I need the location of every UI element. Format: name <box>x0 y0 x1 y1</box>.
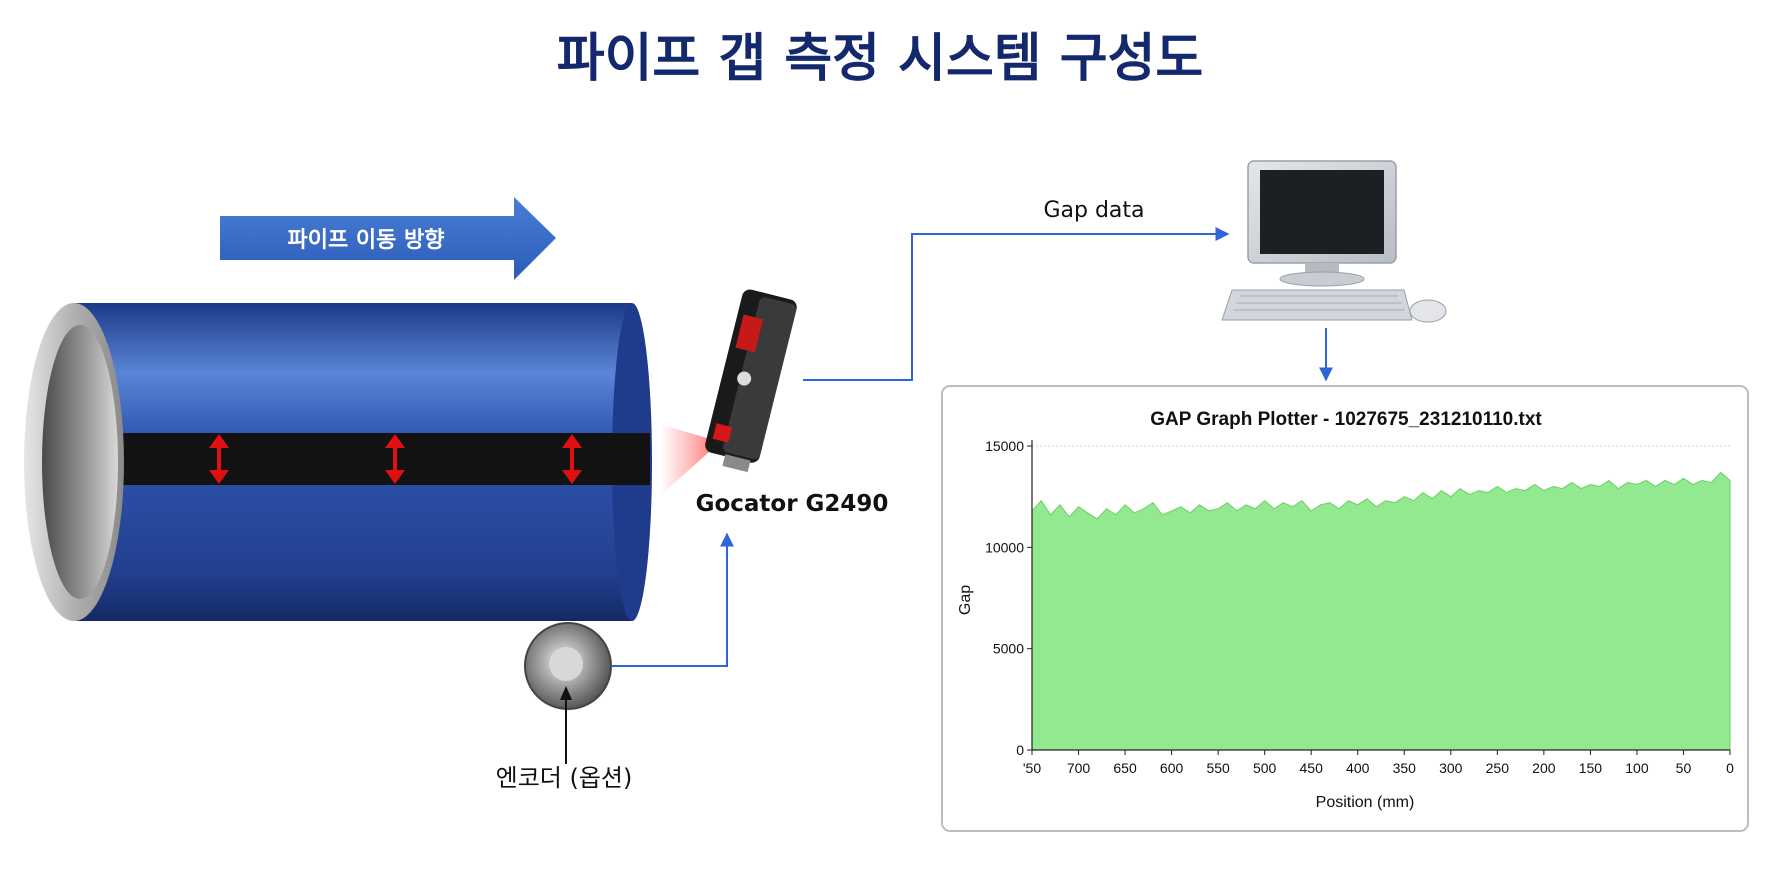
pipe-band <box>110 433 650 485</box>
computer-icon <box>1221 160 1447 323</box>
pipe-icon <box>24 303 652 621</box>
encoder-label: 엔코더 (옵션) <box>496 764 633 792</box>
page-title: 파이프 갭 측정 시스템 구성도 <box>557 29 1204 89</box>
chart-x-tick-label: 550 <box>1206 760 1230 776</box>
sensor-icon <box>705 289 797 473</box>
chart-x-tick-label: 450 <box>1300 760 1324 776</box>
chart-x-tick-label: 200 <box>1532 760 1556 776</box>
chart-x-tick-label: 100 <box>1625 760 1649 776</box>
chart-y-label: Gap <box>957 585 974 615</box>
chart-x-tick-label: 650 <box>1113 760 1137 776</box>
sensor-label: Gocator G2490 <box>696 491 889 517</box>
chart-x-tick-label: '50 <box>1023 760 1041 776</box>
sensor-to-pc-line <box>803 227 1230 381</box>
chart-x-tick-label: 50 <box>1676 760 1692 776</box>
chart-x-tick-label: 600 <box>1160 760 1184 776</box>
chart-x-tick-label: 700 <box>1067 760 1091 776</box>
mouse-icon <box>1409 299 1447 323</box>
chart-y-tick-label: 0 <box>1016 742 1024 758</box>
gap-marker-icon <box>562 434 582 484</box>
encoder-to-sensor-line <box>611 532 734 667</box>
chart-x-tick-label: 150 <box>1579 760 1603 776</box>
direction-arrow-label: 파이프 이동 방향 <box>288 228 445 253</box>
chart-y-tick-label: 10000 <box>985 539 1024 555</box>
chart-x-tick-label: 500 <box>1253 760 1277 776</box>
encoder-icon <box>524 622 612 764</box>
chart-x-tick-label: 0 <box>1726 760 1734 776</box>
chart-title: GAP Graph Plotter - 1027675_231210110.tx… <box>1150 409 1542 430</box>
chart-y-tick-label: 15000 <box>985 438 1024 454</box>
chart-x-label: Position (mm) <box>1316 794 1415 811</box>
chart-area-series <box>1031 471 1731 751</box>
chart-x-tick-label: 250 <box>1486 760 1510 776</box>
gap-marker-icon <box>385 434 405 484</box>
keyboard-icon <box>1221 289 1413 321</box>
direction-arrow: 파이프 이동 방향 <box>220 197 556 280</box>
chart-x-tick-label: 300 <box>1439 760 1463 776</box>
gap-marker-icon <box>209 434 229 484</box>
chart-x-tick-label: 400 <box>1346 760 1370 776</box>
laser-beam <box>660 424 720 496</box>
gap-data-label: Gap data <box>1043 198 1144 223</box>
chart-y-tick-label: 5000 <box>993 641 1024 657</box>
chart-x-tick-label: 350 <box>1393 760 1417 776</box>
